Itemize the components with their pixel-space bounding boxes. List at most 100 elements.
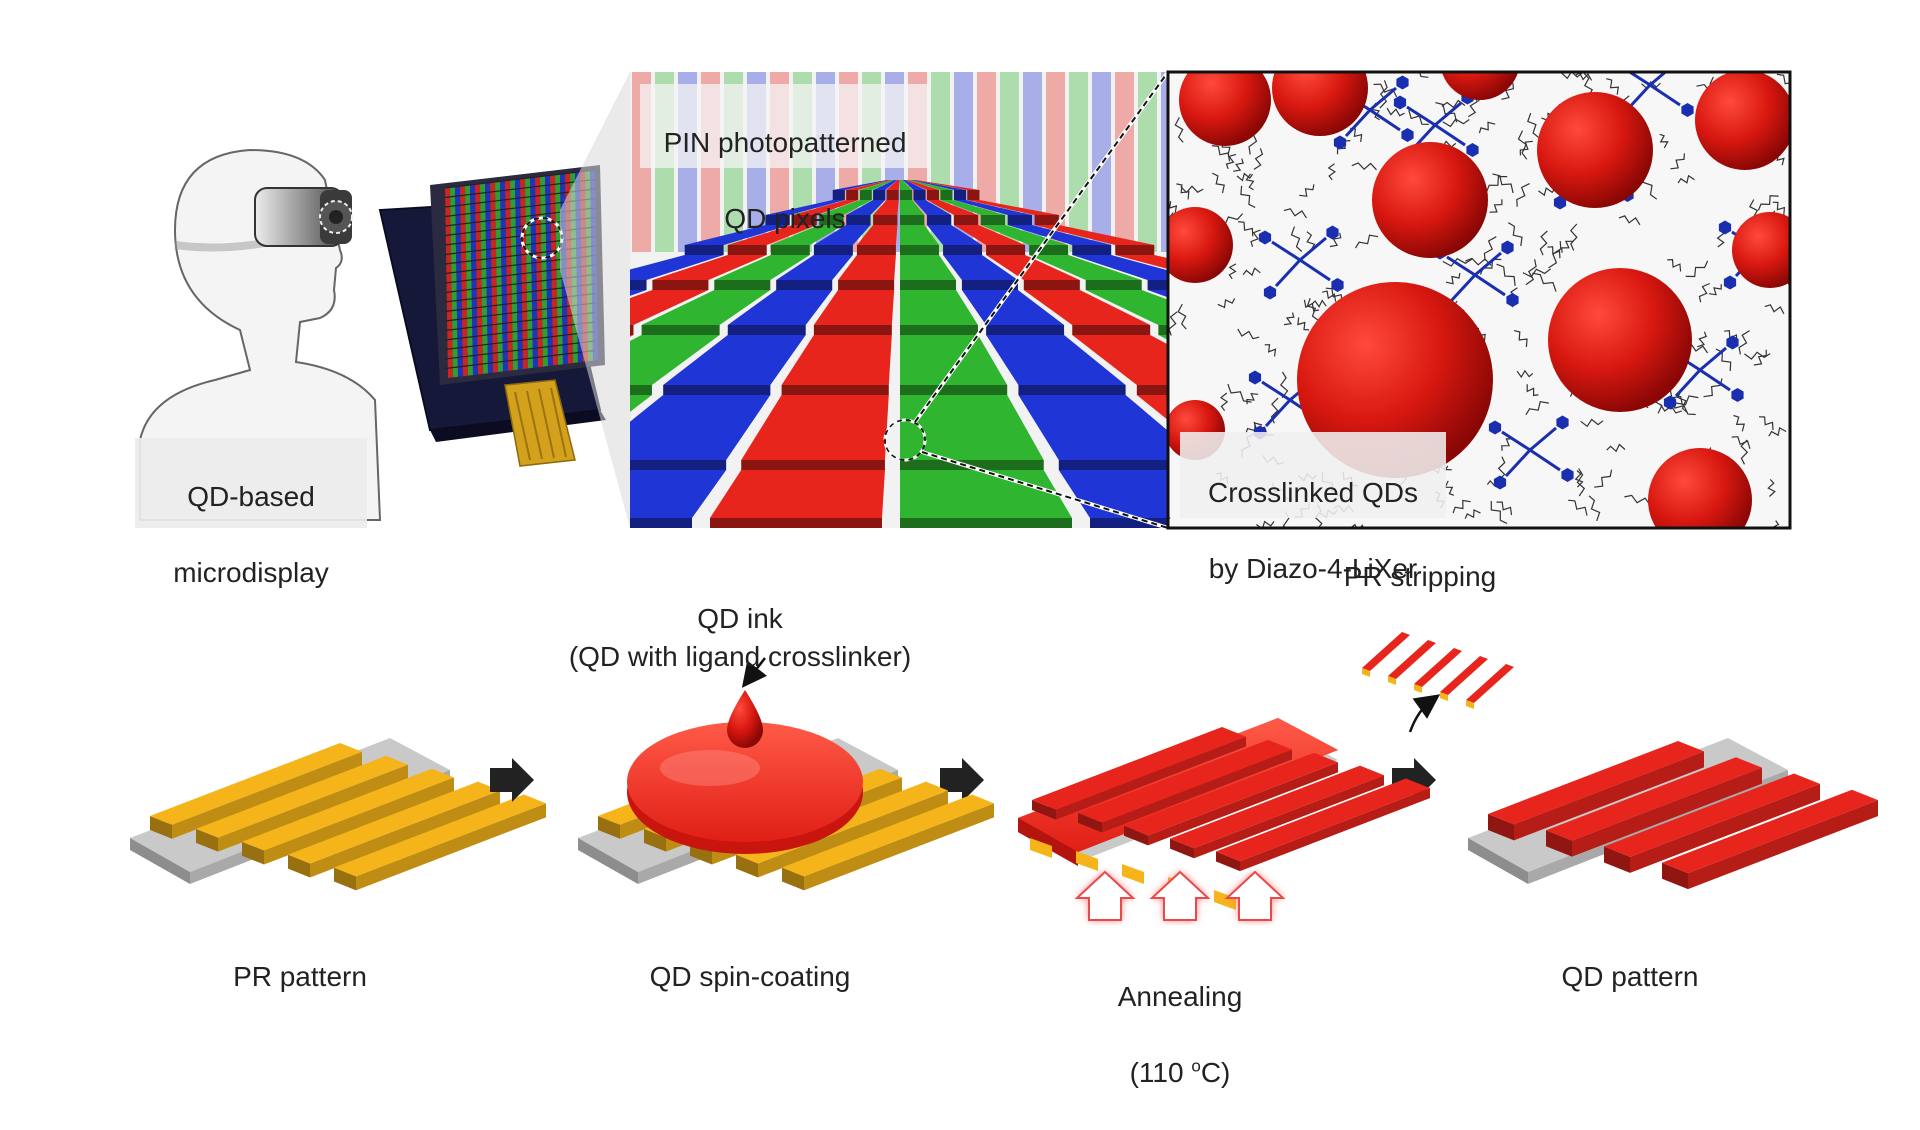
headset-label-line2: microdisplay (173, 557, 329, 588)
pixel-tile-side (900, 280, 957, 290)
ligand-chain (1624, 494, 1651, 506)
step2-label: QD spin-coating (649, 961, 851, 992)
crosslinker-arm (1264, 398, 1292, 428)
stripped-pr-top (1388, 640, 1436, 679)
pr-stripe-front (758, 790, 948, 878)
ligand-chain (1538, 187, 1556, 197)
stripped-pr-base (1440, 692, 1448, 701)
ligand-chain (1264, 344, 1277, 357)
anneal-ridge-side (1216, 851, 1240, 872)
pixel-tile-side (652, 280, 709, 290)
ligand-chain (1452, 499, 1471, 514)
pixel-tile (1147, 290, 1168, 298)
ligand-chain (1522, 268, 1552, 278)
ligand-chain (1237, 328, 1260, 340)
pixel-tile (1115, 255, 1168, 269)
crosslinker-arm (1449, 273, 1477, 303)
pixel-tile (900, 290, 978, 325)
anneal-ridge-side (1078, 812, 1102, 833)
ligand-chain (1685, 260, 1709, 278)
pixel-tile-side (943, 245, 983, 255)
annealing-substrate (1018, 718, 1430, 910)
pixel-tile (1072, 335, 1168, 385)
anneal-ridge-side (1124, 825, 1148, 846)
pixel-tile (1018, 395, 1168, 460)
ligand-chain (1561, 240, 1573, 253)
pixel-tile (961, 290, 1065, 325)
pixel-tile (792, 200, 859, 215)
step3-label-line1: Annealing (1117, 981, 1243, 1012)
pixel-tile-side (1147, 280, 1168, 290)
pixel-tile (832, 180, 889, 190)
quantum-dot-sphere (1179, 72, 1271, 146)
crosslinker-arm (1627, 72, 1651, 87)
pr-exposed-end (1076, 851, 1098, 871)
pr-stripe-top (782, 794, 994, 877)
pixel-tile (765, 200, 845, 215)
pixel-tile (641, 290, 771, 325)
stripped-pr-top (1362, 632, 1410, 671)
pr-exposed-end (1214, 890, 1236, 910)
crosslinker-arm (1274, 258, 1302, 288)
pixel-tile (1058, 470, 1168, 518)
step3-temp-post: C) (1200, 1057, 1231, 1088)
pixel-tile (1029, 255, 1142, 280)
pixel-tile (1072, 255, 1168, 280)
pixel-tile-side (913, 190, 926, 200)
stripped-pr-base (1414, 684, 1422, 693)
ligand-chain (1442, 257, 1473, 267)
pr-stripe-front (264, 777, 454, 865)
pixel-tile (684, 225, 790, 245)
qd-stripe-top (1604, 773, 1820, 857)
ligand-chain (1228, 263, 1237, 280)
pixel-tile-side (641, 325, 720, 335)
crosslinker-arm (1474, 251, 1502, 277)
ligand-chain (1568, 499, 1588, 516)
step4-label: QD pattern (1561, 961, 1699, 992)
ligand-chain (1606, 443, 1626, 453)
ligand-chain (1176, 183, 1190, 200)
crosslinker-arm (1649, 83, 1681, 107)
pixel-tile (781, 335, 892, 385)
pixel-tile-side (1058, 460, 1168, 470)
pixel-tile-side (900, 215, 925, 225)
ligand-chain (1177, 303, 1187, 330)
step1-label: PR pattern (233, 961, 367, 992)
ligand-chain (1519, 140, 1533, 156)
pixel-tile-side (900, 460, 1044, 470)
pixel-tile (630, 255, 724, 280)
pixels-label-line1: PIN photopatterned (663, 127, 907, 158)
ligand-chain (1379, 80, 1388, 109)
pr-stripe-side (150, 816, 172, 839)
pixel-tile-side (832, 190, 845, 200)
ligand-chain (1516, 369, 1534, 379)
pixel-tile-side (926, 190, 940, 200)
pr-stripe-front (310, 790, 500, 878)
pr-stripe-front (172, 751, 362, 839)
crosslinker-ring (1553, 195, 1567, 210)
ligand-chain (1236, 172, 1254, 182)
pixel-tile-side (1115, 245, 1155, 255)
ligand-chain (1219, 392, 1229, 412)
ligand-chain (1386, 107, 1405, 117)
pixel-tile-side (0, 518, 122, 528)
anneal-ridge-front (1240, 788, 1430, 872)
qd-stripe-side (1488, 814, 1514, 841)
ligand-chain (1464, 509, 1481, 519)
pixel-tile (630, 335, 720, 385)
pr-stripe-front (804, 803, 994, 891)
pixel-tile-side (900, 385, 1008, 395)
ligand-chain (1525, 259, 1537, 286)
qd-spin-coating-substrate (578, 722, 994, 891)
ligand-chain (1772, 201, 1786, 215)
pixel-tile-side (953, 215, 979, 225)
qd-stripe-front (1514, 751, 1704, 841)
ligand-chain (1670, 153, 1685, 170)
ligand-chain (1539, 230, 1548, 256)
pixel-tile-side (846, 190, 859, 200)
diazo-crosslinker (1433, 240, 1519, 315)
pixel-tile-side (900, 325, 978, 335)
anneal-ridge-front (1194, 775, 1384, 859)
crosslinker-ring (1663, 395, 1677, 410)
crosslinker-ring (1488, 420, 1502, 435)
